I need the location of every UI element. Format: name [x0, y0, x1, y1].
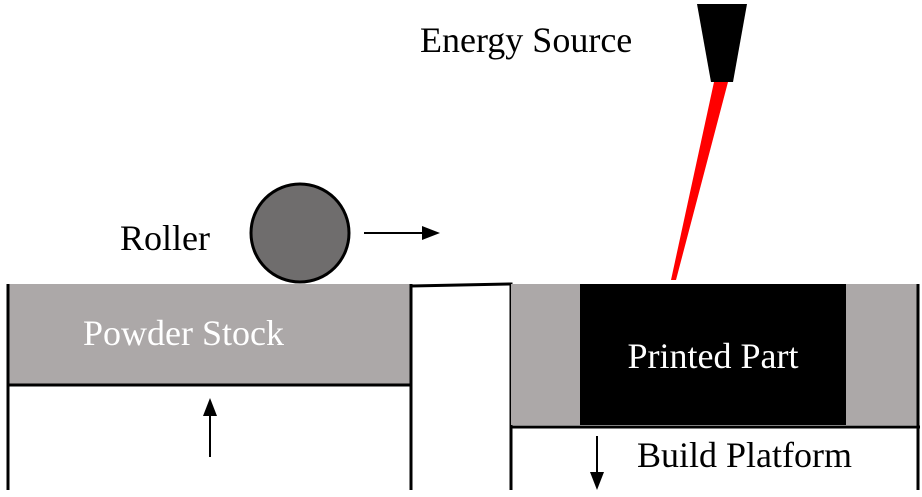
- laser-beam: [671, 82, 728, 280]
- energy-source-label: Energy Source: [420, 20, 632, 60]
- printed-part-label: Printed Part: [628, 336, 799, 376]
- roller: [249, 182, 351, 284]
- build-platform-down-arrow: [590, 436, 604, 490]
- chamber-separator: [410, 282, 513, 490]
- build-platform-label: Build Platform: [637, 435, 852, 475]
- printed-part: [580, 284, 846, 425]
- energy-source-nozzle: [697, 4, 747, 82]
- roller-direction-arrow: [364, 226, 440, 240]
- roller-label: Roller: [120, 218, 210, 258]
- powder-stock: [8, 284, 411, 385]
- powder-stock-up-arrow: [203, 398, 217, 457]
- powder-stock-label: Powder Stock: [83, 313, 284, 353]
